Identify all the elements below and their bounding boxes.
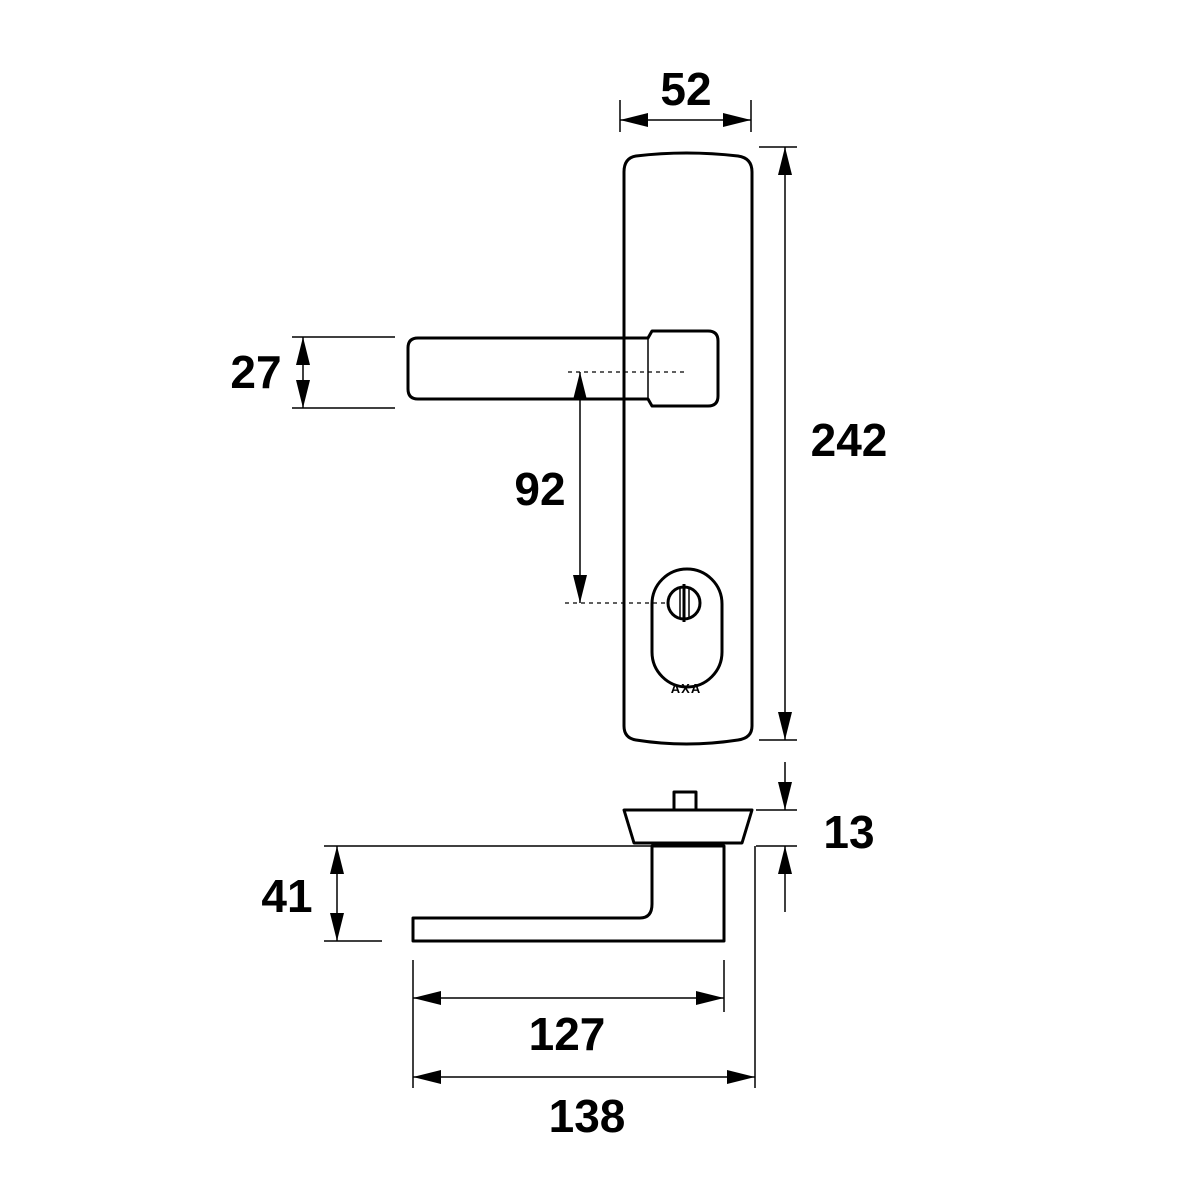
dimension-plate-width: 52 [619, 63, 752, 132]
arrowhead [296, 337, 310, 365]
dimension-overall-length: 138 [413, 846, 756, 1142]
arrowhead [330, 913, 344, 941]
lever-handle-front [406, 329, 720, 408]
dimension-value: 52 [660, 63, 711, 115]
arrowhead [296, 380, 310, 408]
dimension-lever-projection: 41 [261, 845, 652, 942]
arrowhead [778, 782, 792, 810]
arrowhead [727, 1070, 755, 1084]
dimension-value: 27 [230, 346, 281, 398]
arrowhead [573, 575, 587, 603]
arrowhead [573, 372, 587, 400]
spindle-stub [672, 790, 698, 812]
backplate-outline [622, 151, 754, 746]
dimension-value: 13 [823, 806, 874, 858]
dimension-value: 127 [529, 1008, 606, 1060]
dimension-value: 242 [811, 414, 888, 466]
side-view [411, 790, 754, 943]
dimension-lever-length: 127 [412, 960, 725, 1088]
arrowhead [778, 147, 792, 175]
front-view: AXA [406, 151, 754, 746]
dimension-handle-to-cylinder: 92 [514, 372, 587, 603]
dimension-value: 41 [261, 870, 312, 922]
arrowhead [778, 846, 792, 874]
arrowhead [696, 991, 724, 1005]
arrowhead [778, 712, 792, 740]
dimension-value: 92 [514, 463, 565, 515]
arrowhead [723, 113, 751, 127]
cylinder-escutcheon [650, 567, 724, 689]
rose-profile [622, 808, 754, 845]
dimension-lever-thickness: 27 [230, 336, 395, 409]
arrowhead [413, 1070, 441, 1084]
arrowhead [620, 113, 648, 127]
dimension-value: 138 [549, 1090, 626, 1142]
cylinder-brand-label: AXA [671, 681, 701, 696]
dimension-plate-height: 242 [759, 146, 888, 741]
lever-profile [411, 844, 726, 943]
arrowhead [330, 846, 344, 874]
dimension-rose-height: 13 [756, 762, 875, 912]
arrowhead [413, 991, 441, 1005]
